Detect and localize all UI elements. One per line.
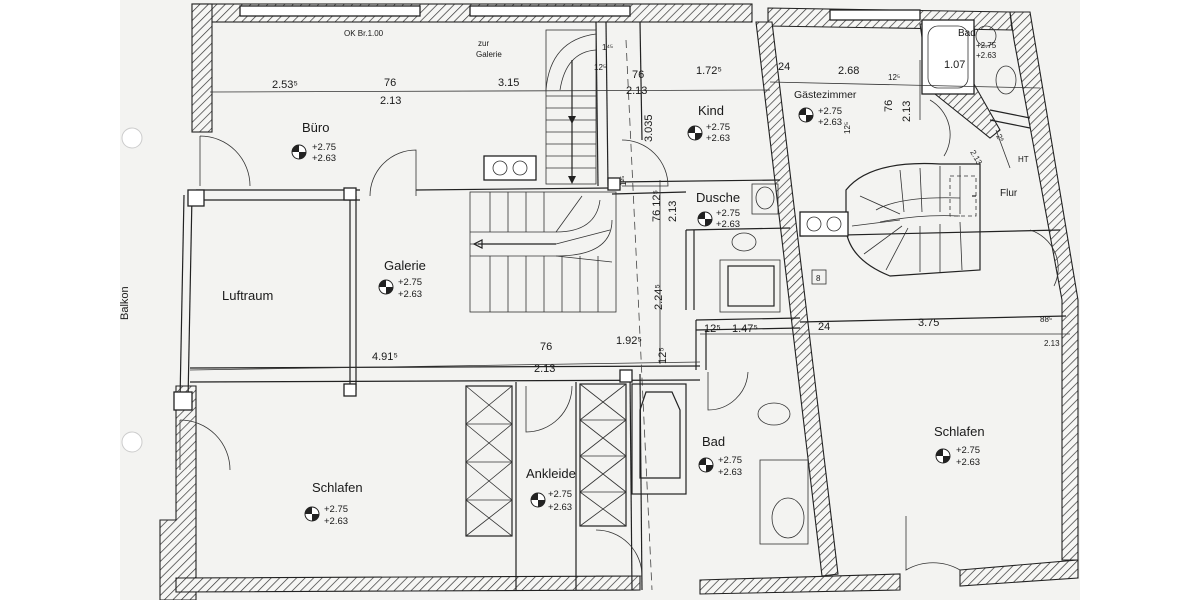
label-galerie-arrow: Galerie xyxy=(476,50,502,59)
bathroom-top-walls xyxy=(919,19,1031,139)
room-name-schlafen-left: Schlafen xyxy=(312,480,363,495)
level-markers xyxy=(291,107,951,522)
dim-label: 12⁵ xyxy=(657,347,669,364)
room-level-schlafen-right-1: +2.75 xyxy=(956,445,980,456)
fixtures xyxy=(465,155,849,545)
room-level-ankleide-1: +2.75 xyxy=(548,489,572,500)
outer-walls xyxy=(159,3,1079,600)
punch-hole xyxy=(121,127,143,149)
room-level-schlafen-left-2: +2.63 xyxy=(324,516,348,527)
room-level-ankleide-2: +2.63 xyxy=(548,502,572,513)
dim-label: 1.72⁵ xyxy=(696,65,722,77)
dimension-labels: 2.53⁵ 76 2.13 3.15 12⁵ 1⁴⁵ 76 2.13 1.72⁵… xyxy=(272,43,1060,375)
room-level-buero-1: +2.75 xyxy=(312,142,336,153)
room-level-dusche-2: +2.63 xyxy=(716,219,740,230)
room-level-galerie-1: +2.75 xyxy=(398,277,422,288)
paper-sheet xyxy=(120,0,1080,600)
dim-label: 12⁵ xyxy=(888,73,900,82)
dim-label: 12⁵ xyxy=(704,323,721,335)
room-name-ankleide: Ankleide xyxy=(526,466,576,481)
room-level-gaeste-2: +2.63 xyxy=(818,117,842,128)
staircase-upper xyxy=(545,29,597,185)
background-right xyxy=(1080,0,1200,600)
dim-label: 3.15 xyxy=(498,77,519,89)
dim-label: 1.47⁵ xyxy=(732,323,758,335)
dim-label: 76 xyxy=(384,77,396,89)
dim-label: 4.91⁵ xyxy=(372,351,398,363)
room-name-bad-top: Bad xyxy=(958,28,976,39)
dim-label: 12⁵ xyxy=(594,63,606,72)
dim-label: 2.13 xyxy=(1044,339,1060,348)
dim-label: 1⁴⁵ xyxy=(602,43,613,52)
room-level-kind-1: +2.75 xyxy=(706,122,730,133)
dim-label: 24 xyxy=(778,61,790,73)
room-level-bad-1: +2.75 xyxy=(718,455,742,466)
dim-label: 2.13 xyxy=(380,95,401,107)
room-level-galerie-2: +2.63 xyxy=(398,289,422,300)
label-zur: zur xyxy=(478,39,489,48)
room-level-bad-2: +2.63 xyxy=(718,467,742,478)
room-name-dusche: Dusche xyxy=(696,190,740,205)
dim-label: 1²⁵ xyxy=(619,176,628,186)
dim-label: 76 12⁵ xyxy=(651,190,663,222)
room-level-gaeste-1: +2.75 xyxy=(818,106,842,117)
inner-walls xyxy=(173,21,1067,591)
dimension-lines xyxy=(189,60,1070,371)
label-ht: HT xyxy=(1018,155,1029,164)
label-box-8: 8 xyxy=(816,274,821,283)
label-balkon: Balkon xyxy=(119,286,131,320)
doors xyxy=(179,99,1059,577)
dim-label: 12⁵ xyxy=(843,122,852,134)
dim-label: 2.13 xyxy=(534,363,555,375)
room-name-galerie: Galerie xyxy=(384,258,426,273)
room-name-gaestezimmer: Gästezimmer xyxy=(794,89,857,101)
dim-label: 2⁶ xyxy=(994,133,1006,144)
room-name-bad: Bad xyxy=(702,434,725,449)
room-level-schlafen-right-2: +2.63 xyxy=(956,457,980,468)
dim-label: 76 xyxy=(632,69,644,81)
room-name-schlafen-right: Schlafen xyxy=(934,424,985,439)
room-level-dusche-1: +2.75 xyxy=(716,208,740,219)
room-name-flur: Flur xyxy=(1000,188,1018,199)
room-name-buero: Büro xyxy=(302,120,329,135)
room-level-schlafen-left-1: +2.75 xyxy=(324,504,348,515)
dim-label: 24 xyxy=(818,321,830,333)
punch-hole xyxy=(121,431,143,453)
room-name-kind: Kind xyxy=(698,103,724,118)
dim-label: 3.035 xyxy=(643,114,655,142)
header-note: OK Br.1.00 xyxy=(344,29,384,38)
dim-label: 1.07 xyxy=(944,59,965,71)
axis-line xyxy=(625,39,653,591)
dim-label: 2.68 xyxy=(838,65,859,77)
dim-label: 88⁵ xyxy=(1040,315,1052,324)
room-level-bad-top-2: +2.63 xyxy=(976,51,997,60)
dim-label: 2.24⁵ xyxy=(653,284,665,310)
staircase-main xyxy=(469,191,617,313)
staircase-right xyxy=(845,162,981,277)
dim-label: 76 xyxy=(540,341,552,353)
dim-label: 2.13 xyxy=(626,85,647,97)
dim-label: 1.92⁵ xyxy=(616,335,642,347)
room-level-buero-2: +2.63 xyxy=(312,153,336,164)
room-name-luftraum: Luftraum xyxy=(222,288,273,303)
room-level-bad-top-1: +2.75 xyxy=(976,41,997,50)
room-level-kind-2: +2.63 xyxy=(706,133,730,144)
dim-label: 76 xyxy=(883,100,895,112)
background-left xyxy=(0,0,120,600)
dim-label: 2.13 xyxy=(901,101,913,122)
dim-label: 3.75 xyxy=(918,317,939,329)
dim-label: 2.53⁵ xyxy=(272,79,298,91)
dim-label: 2.13 xyxy=(667,201,679,222)
